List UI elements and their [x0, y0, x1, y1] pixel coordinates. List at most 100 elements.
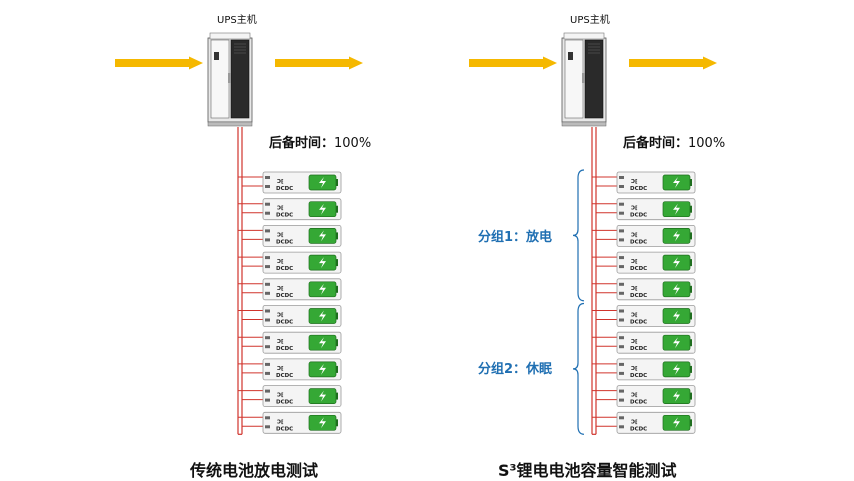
- lightning-icon: [673, 310, 680, 322]
- lightning-icon: [319, 417, 326, 429]
- dcdc-symbol-icon: Ɔ⁅: [631, 366, 638, 372]
- lightning-icon: [319, 230, 326, 242]
- terminal-icon: [265, 282, 270, 286]
- dcdc-symbol-icon: Ɔ⁅: [631, 286, 638, 292]
- dcdc-symbol-icon: Ɔ⁅: [631, 339, 638, 345]
- battery-module-label: DCDC: [276, 400, 293, 406]
- lightning-icon: [673, 230, 680, 242]
- lightning-icon: [673, 417, 680, 429]
- group-brace-1: [572, 169, 585, 302]
- terminal-icon: [265, 202, 270, 206]
- battery-cap-icon: [690, 232, 692, 240]
- battery-module: Ɔ⁅DCDC: [262, 331, 342, 354]
- battery-module-label: DCDC: [276, 320, 293, 326]
- terminal-icon: [265, 256, 270, 260]
- lightning-icon: [319, 203, 326, 215]
- dcdc-symbol-icon: Ɔ⁅: [631, 419, 638, 425]
- battery-cap-icon: [336, 312, 338, 320]
- terminal-icon: [619, 176, 624, 179]
- terminal-icon: [265, 425, 270, 429]
- battery-module-label: DCDC: [630, 426, 647, 432]
- battery-cap-icon: [336, 392, 338, 400]
- terminal-icon: [265, 371, 270, 375]
- dcdc-symbol-icon: Ɔ⁅: [631, 313, 638, 319]
- dcdc-symbol-icon: Ɔ⁅: [277, 232, 284, 238]
- right-caption: S³锂电电池容量智能测试: [498, 461, 677, 480]
- battery-cap-icon: [690, 365, 692, 373]
- terminal-icon: [265, 211, 270, 215]
- right-ups-label: UPS主机: [570, 15, 610, 26]
- battery-cap-icon: [336, 365, 338, 373]
- terminal-icon: [265, 265, 270, 269]
- terminal-icon: [619, 291, 624, 295]
- terminal-icon: [619, 425, 624, 429]
- terminal-icon: [619, 202, 624, 206]
- terminal-icon: [619, 256, 624, 260]
- terminal-icon: [619, 211, 624, 215]
- battery-module: Ɔ⁅DCDC: [262, 385, 342, 408]
- terminal-icon: [619, 238, 624, 242]
- terminal-icon: [265, 176, 270, 179]
- dcdc-symbol-icon: Ɔ⁅: [631, 206, 638, 212]
- battery-module: Ɔ⁅DCDC: [616, 305, 696, 327]
- dcdc-symbol-icon: Ɔ⁅: [277, 313, 284, 319]
- output-arrow-icon: [275, 56, 363, 70]
- terminal-icon: [619, 345, 624, 349]
- battery-module-label: DCDC: [276, 426, 293, 432]
- terminal-icon: [265, 291, 270, 295]
- battery-module-label: DCDC: [276, 213, 293, 219]
- battery-cap-icon: [336, 419, 338, 427]
- battery-cap-icon: [690, 259, 692, 267]
- dcdc-symbol-icon: Ɔ⁅: [631, 232, 638, 238]
- battery-module: Ɔ⁅DCDC: [616, 385, 696, 408]
- battery-cap-icon: [690, 179, 692, 186]
- battery-cap-icon: [690, 339, 692, 347]
- terminal-icon: [619, 336, 624, 340]
- battery-module-label: DCDC: [276, 373, 293, 379]
- battery-module: Ɔ⁅DCDC: [262, 171, 342, 194]
- battery-module-label: DCDC: [276, 293, 293, 299]
- battery-module: Ɔ⁅DCDC: [616, 171, 696, 194]
- lightning-icon: [319, 283, 326, 295]
- battery-cap-icon: [336, 179, 338, 186]
- terminal-icon: [265, 345, 270, 349]
- battery-cap-icon: [690, 419, 692, 427]
- battery-module: Ɔ⁅DCDC: [616, 198, 696, 221]
- input-arrow-icon: [469, 56, 557, 70]
- battery-module: Ɔ⁅DCDC: [616, 224, 696, 247]
- battery-cap-icon: [336, 285, 338, 293]
- battery-module: Ɔ⁅DCDC: [262, 305, 342, 327]
- battery-cap-icon: [336, 339, 338, 347]
- terminal-icon: [619, 389, 624, 393]
- terminal-icon: [265, 416, 270, 420]
- battery-cap-icon: [690, 205, 692, 213]
- dcdc-symbol-icon: Ɔ⁅: [277, 179, 284, 185]
- lightning-icon: [319, 257, 326, 269]
- ups-cabinet-icon: [207, 32, 253, 127]
- battery-module: Ɔ⁅DCDC: [262, 251, 342, 274]
- battery-module: Ɔ⁅DCDC: [616, 358, 696, 381]
- right-panel: Ɔ⁅DCDCƆ⁅DCDCƆ⁅DCDCƆ⁅DCDCƆ⁅DCDCƆ⁅DCDCƆ⁅DC…: [469, 32, 717, 435]
- terminal-icon: [265, 309, 270, 313]
- terminal-icon: [265, 362, 270, 366]
- terminal-icon: [619, 309, 624, 313]
- battery-module: Ɔ⁅DCDC: [262, 358, 342, 381]
- battery-module: Ɔ⁅DCDC: [616, 411, 696, 434]
- battery-module-label: DCDC: [276, 239, 293, 245]
- terminal-icon: [619, 282, 624, 286]
- output-arrow-icon: [629, 56, 717, 70]
- dcdc-symbol-icon: Ɔ⁅: [631, 393, 638, 399]
- battery-cap-icon: [690, 312, 692, 320]
- terminal-icon: [265, 238, 270, 242]
- lightning-icon: [319, 363, 326, 375]
- lightning-icon: [673, 257, 680, 269]
- terminal-icon: [619, 229, 624, 233]
- terminal-icon: [265, 389, 270, 393]
- battery-module-label: DCDC: [630, 266, 647, 272]
- battery-module-label: DCDC: [276, 346, 293, 352]
- dcdc-symbol-icon: Ɔ⁅: [277, 206, 284, 212]
- left-backup-prefix: 后备时间：: [269, 136, 335, 151]
- right-backup-prefix: 后备时间：: [623, 136, 689, 151]
- right-backup-value: 100%: [688, 136, 726, 151]
